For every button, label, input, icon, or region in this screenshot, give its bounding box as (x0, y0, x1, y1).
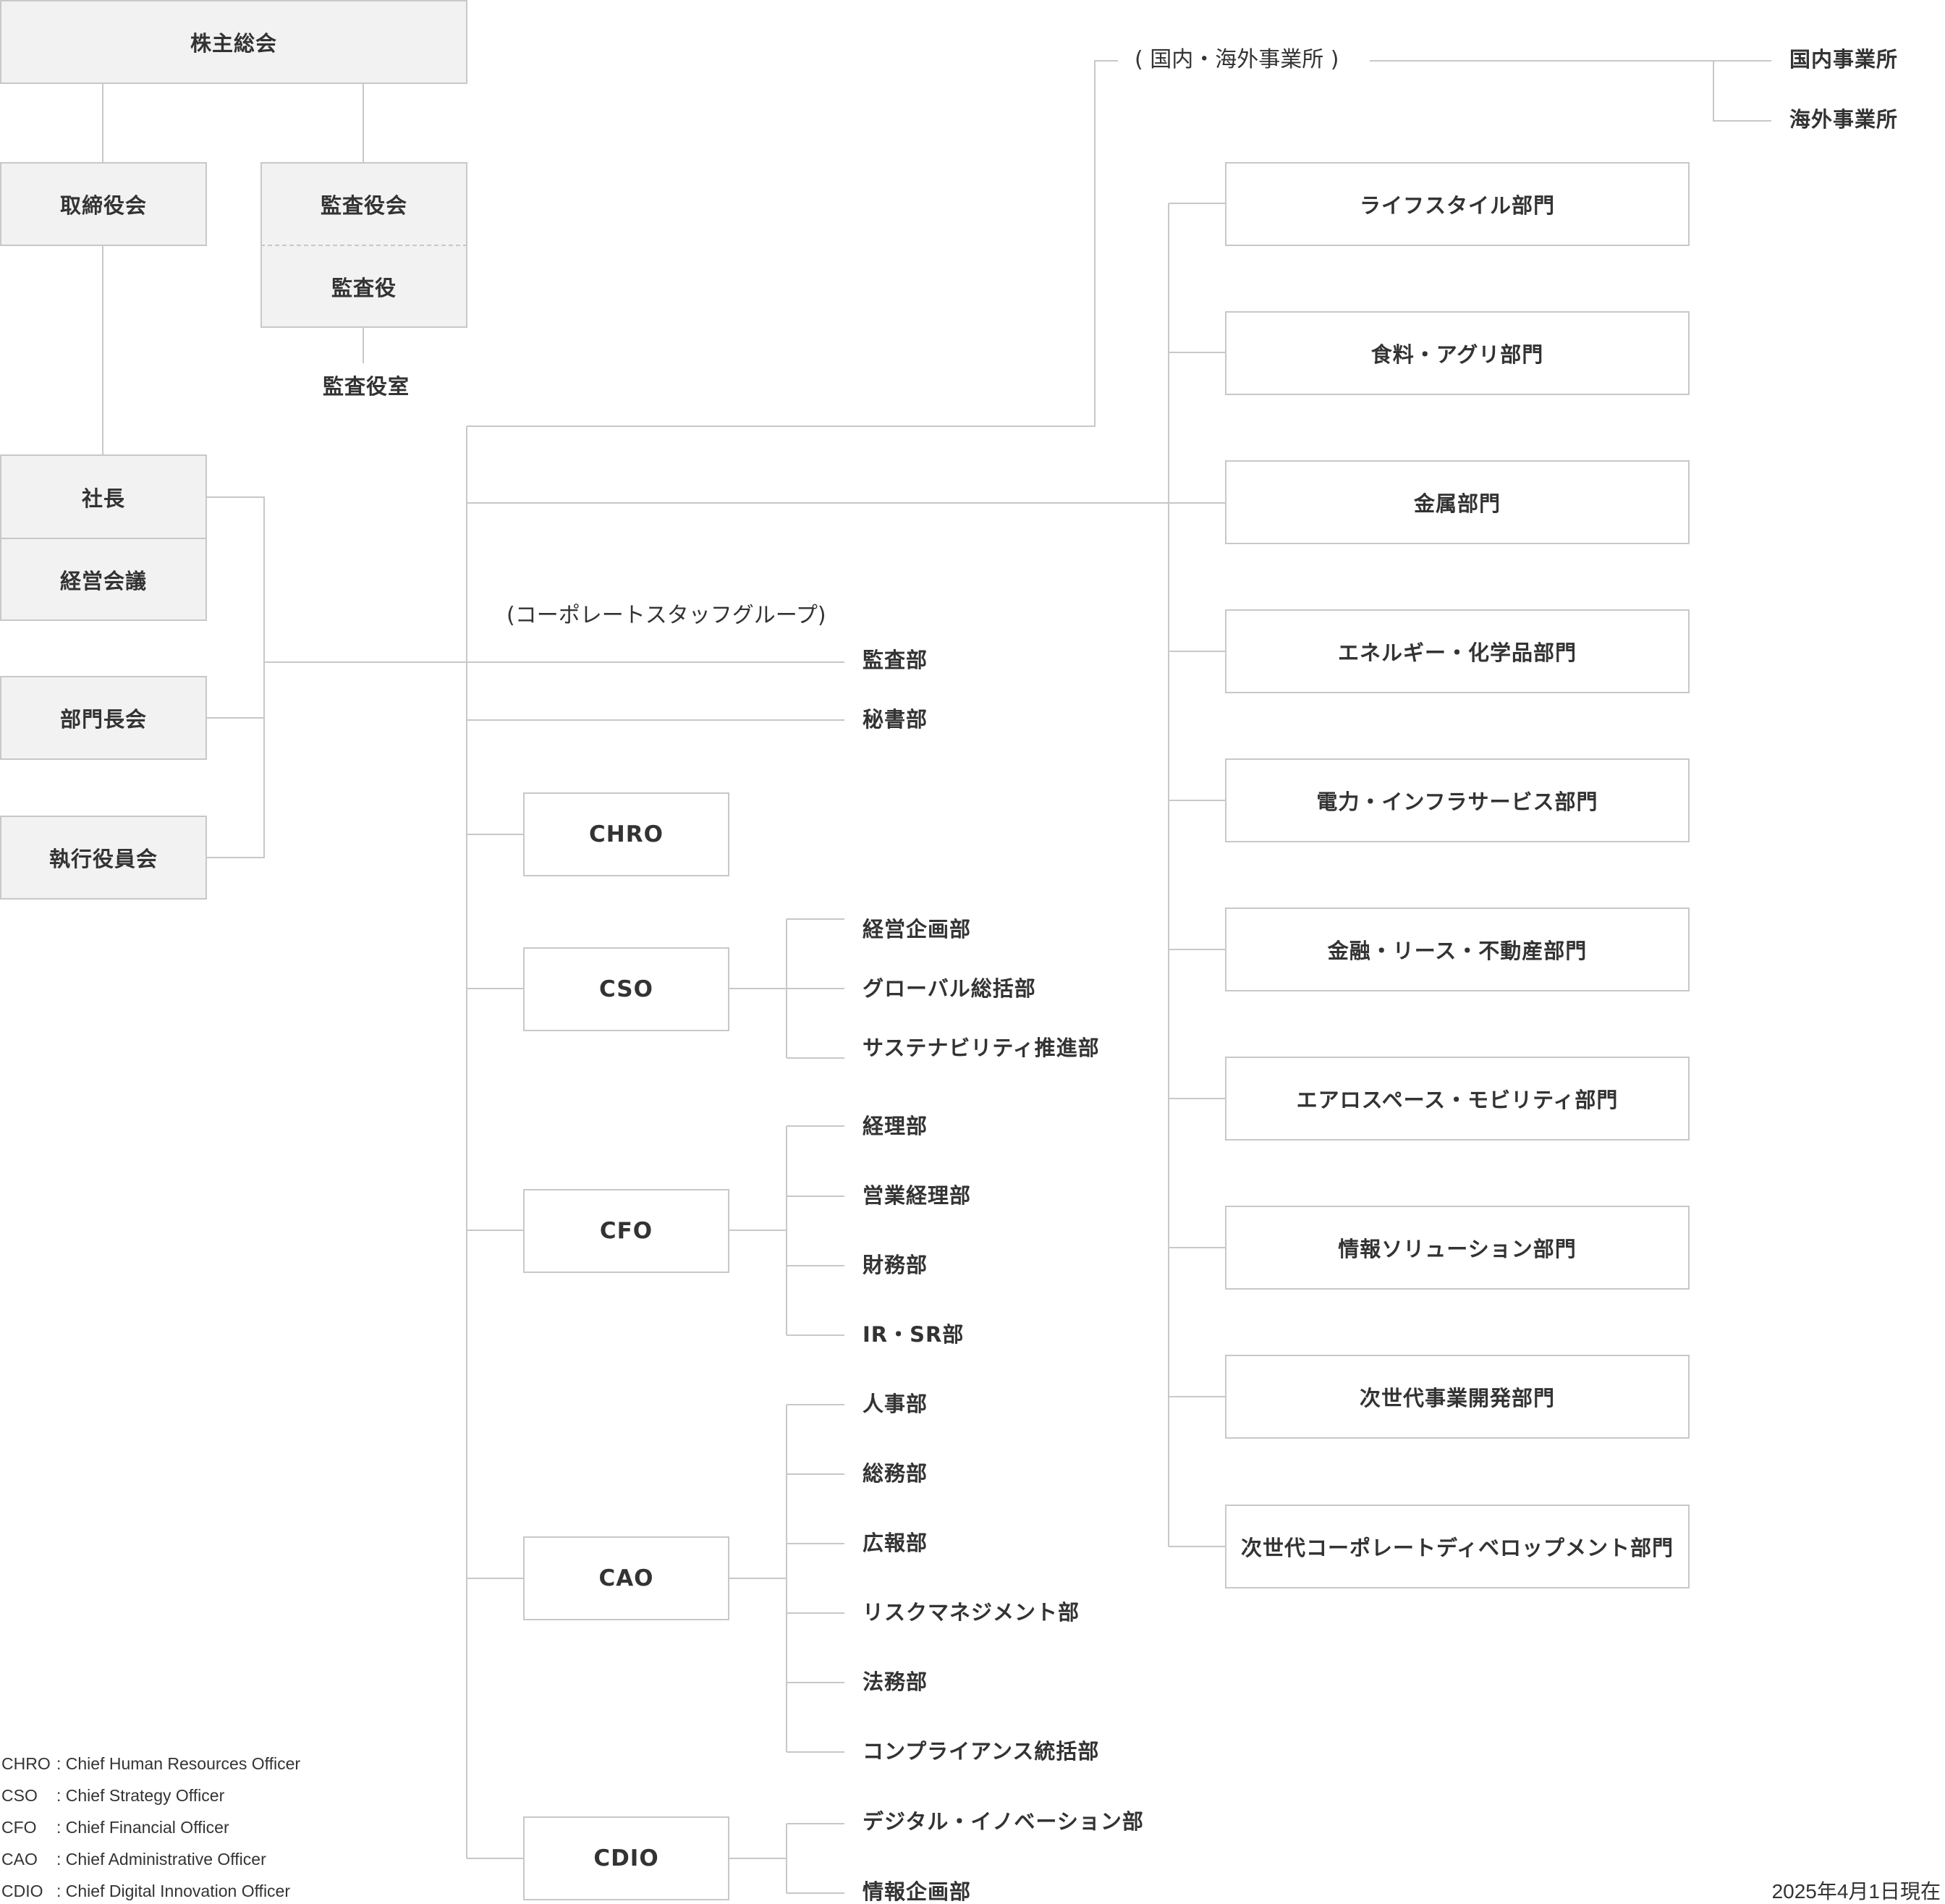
legend-row-cso: CSO : Chief Strategy Officer (1, 1787, 224, 1804)
legend-abbr: CAO (1, 1850, 38, 1869)
executive-committee-box: 執行役員会 (0, 816, 207, 900)
legend-row-cao: CAO : Chief Administrative Officer (1, 1851, 266, 1868)
legend-abbr: CDIO (1, 1882, 43, 1900)
division-box: 電力・インフラサービス部門 (1225, 758, 1690, 842)
legend-text: : Chief Financial Officer (56, 1818, 229, 1837)
cdio-department-label: 情報企画部 (863, 1879, 972, 1904)
cdio-box: CDIO (523, 1816, 729, 1900)
legend-row-cdio: CDIO : Chief Digital Innovation Officer (1, 1883, 290, 1900)
cfo-department-label: 営業経理部 (863, 1183, 972, 1208)
as-of-date: 2025年4月1日現在 (1771, 1880, 1941, 1903)
legend-abbr: CHRO (1, 1754, 51, 1773)
overseas-offices-label: 海外事業所 (1789, 107, 1899, 132)
legend-text: : Chief Strategy Officer (56, 1786, 225, 1805)
audit-department-label: 監査部 (863, 648, 928, 672)
legend-row-cfo: CFO : Chief Financial Officer (1, 1819, 229, 1836)
division-box: 次世代コーポレートディベロップメント部門 (1225, 1505, 1690, 1588)
cao-department-label: リスクマネジメント部 (863, 1600, 1080, 1625)
auditor-box: 監査役 (260, 245, 467, 328)
legend-abbr: CFO (1, 1818, 37, 1837)
cso-department-label: サステナビリティ推進部 (863, 1036, 1100, 1060)
cfo-department-label: 財務部 (863, 1253, 928, 1277)
division-box: ライフスタイル部門 (1225, 162, 1690, 246)
division-box: 食料・アグリ部門 (1225, 311, 1690, 395)
chro-box: CHRO (523, 792, 729, 876)
division-box: 金属部門 (1225, 460, 1690, 544)
legend-text: : Chief Administrative Officer (56, 1850, 266, 1869)
domestic-offices-label: 国内事業所 (1789, 47, 1899, 72)
management-meeting-box: 経営会議 (0, 538, 207, 621)
audit-board-box: 監査役会 (260, 162, 467, 245)
cao-department-label: コンプライアンス統括部 (863, 1739, 1100, 1764)
audit-office-label: 監査役室 (323, 374, 410, 399)
offices-group-label: ( 国内・海外事業所 ) (1135, 47, 1339, 72)
legend-text: : Chief Digital Innovation Officer (56, 1882, 291, 1900)
division-box: エネルギー・化学品部門 (1225, 609, 1690, 693)
cfo-box: CFO (523, 1189, 729, 1273)
board-of-directors-box: 取締役会 (0, 162, 207, 246)
cso-box: CSO (523, 947, 729, 1031)
division-heads-meeting-box: 部門長会 (0, 676, 207, 760)
president-box: 社長 (0, 454, 207, 538)
cdio-department-label: デジタル・イノベーション部 (863, 1809, 1144, 1834)
division-box: 金融・リース・不動産部門 (1225, 907, 1690, 991)
division-box: エアロスペース・モビリティ部門 (1225, 1057, 1690, 1141)
cao-department-label: 人事部 (863, 1392, 928, 1416)
cao-box: CAO (523, 1536, 729, 1620)
corporate-staff-group-label: (コーポレートスタッフグループ) (507, 603, 826, 628)
cao-department-label: 総務部 (863, 1461, 928, 1486)
legend-row-chro: CHRO : Chief Human Resources Officer (1, 1756, 300, 1772)
cfo-department-label: 経理部 (863, 1114, 928, 1138)
cso-department-label: グローバル総括部 (863, 976, 1036, 1001)
secretariat-label: 秘書部 (863, 707, 928, 732)
legend-abbr: CSO (1, 1786, 38, 1805)
division-box: 情報ソリューション部門 (1225, 1206, 1690, 1290)
legend-text: : Chief Human Resources Officer (56, 1754, 301, 1773)
cso-department-label: 経営企画部 (863, 917, 972, 942)
cao-department-label: 広報部 (863, 1531, 928, 1555)
cfo-department-label: IR・SR部 (863, 1322, 965, 1347)
division-box: 次世代事業開発部門 (1225, 1355, 1690, 1439)
shareholders-meeting-box: 株主総会 (0, 0, 467, 84)
cao-department-label: 法務部 (863, 1670, 928, 1694)
